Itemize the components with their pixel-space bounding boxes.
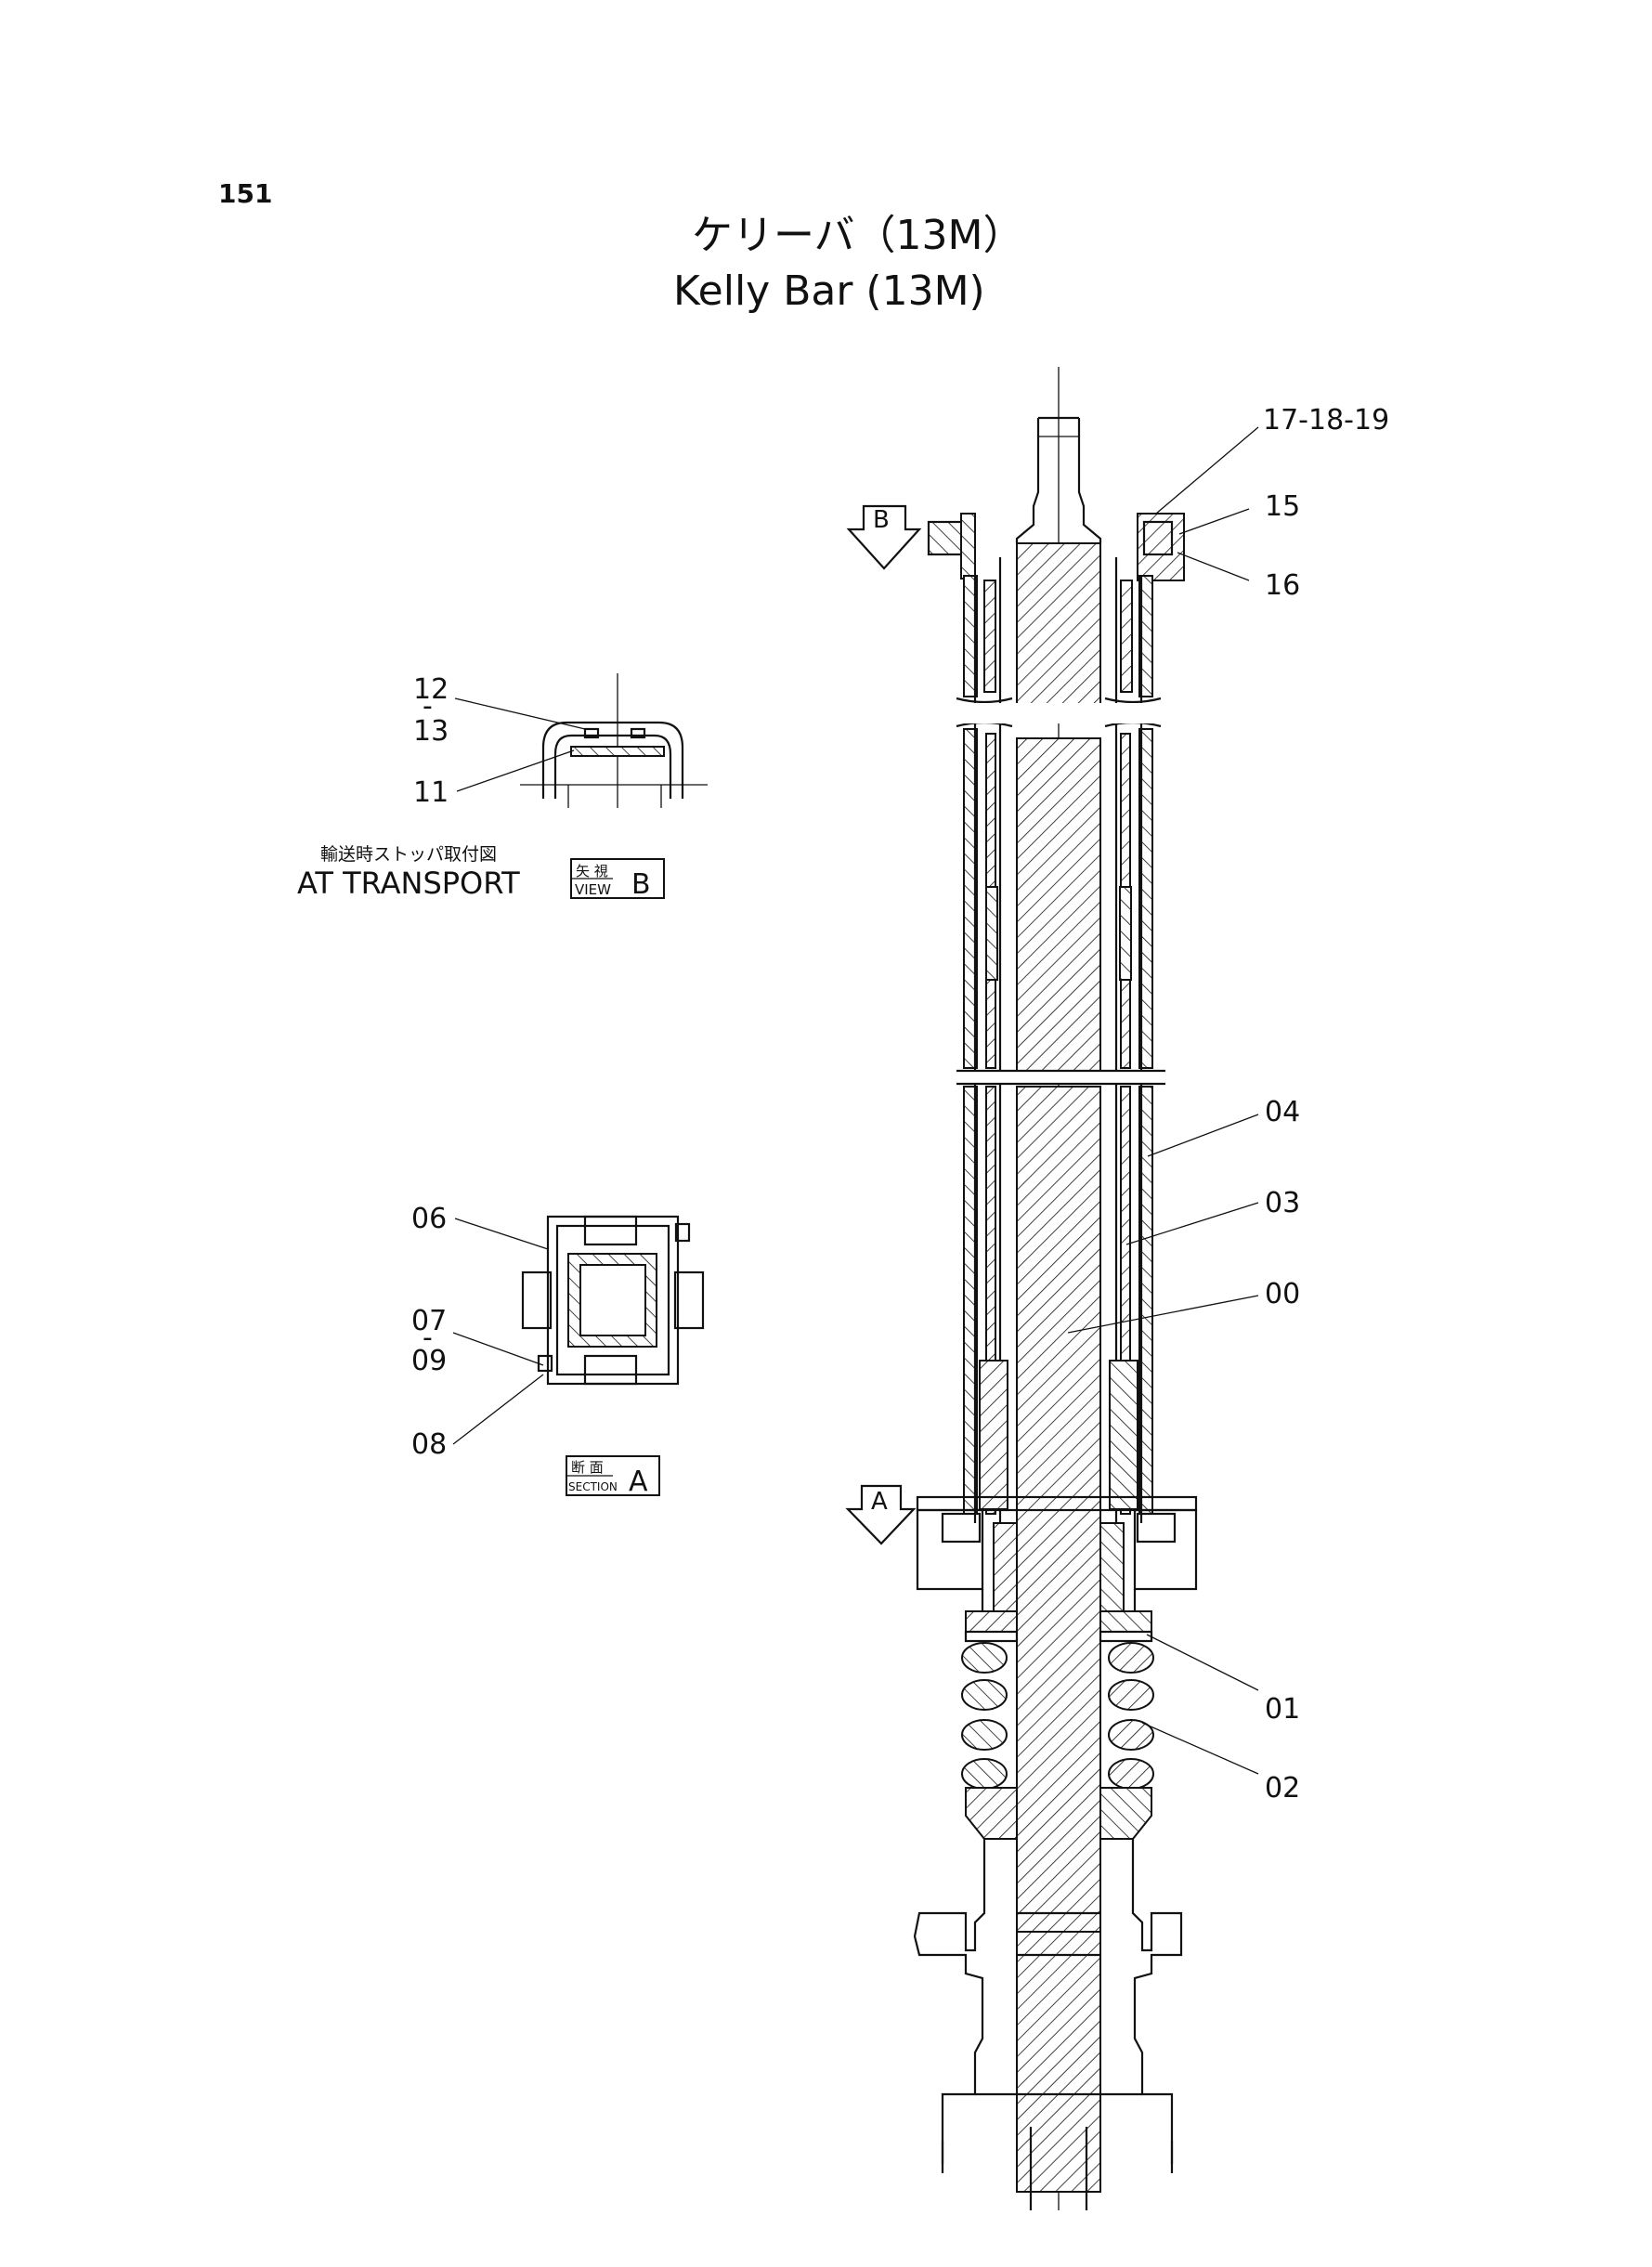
label-11: 11 — [413, 776, 449, 809]
arrow-b-letter: B — [873, 506, 890, 534]
transport-note-en: AT TRANSPORT — [297, 866, 520, 901]
svg-text:矢 視: 矢 視 — [576, 863, 608, 879]
label-07-dash: - — [423, 1322, 433, 1354]
transport-note-jp: 輸送時ストッパ取付図 — [320, 844, 497, 865]
leader-lines-main — [1067, 426, 1259, 1775]
svg-text:SECTION: SECTION — [568, 1480, 618, 1493]
page-number: 151 — [218, 178, 272, 209]
label-02: 02 — [1265, 1772, 1300, 1804]
label-01: 01 — [1265, 1693, 1300, 1726]
svg-text:B: B — [631, 868, 651, 901]
label-15: 15 — [1265, 490, 1300, 523]
label-12: 12 — [413, 673, 449, 706]
svg-text:VIEW: VIEW — [575, 881, 611, 898]
section-a-tag: 断 面 SECTION A — [566, 1455, 660, 1498]
label-16: 16 — [1265, 569, 1300, 602]
kelly-bar-assembly — [913, 367, 1198, 2210]
section-a-arrow: A — [845, 1484, 917, 1545]
label-00: 00 — [1265, 1278, 1300, 1310]
section-a-detail — [452, 1215, 705, 1445]
view-b-tag: 矢 視 VIEW B — [570, 858, 665, 901]
svg-text:A: A — [629, 1466, 648, 1498]
label-07: 07 — [411, 1305, 447, 1337]
label-13: 13 — [413, 715, 449, 748]
view-b-detail — [454, 673, 708, 808]
label-09: 09 — [411, 1345, 447, 1377]
label-08: 08 — [411, 1428, 447, 1461]
arrow-a-letter: A — [871, 1488, 888, 1516]
label-17-18-19: 17-18-19 — [1263, 404, 1389, 436]
label-04: 04 — [1265, 1096, 1300, 1128]
svg-text:断 面: 断 面 — [571, 1459, 604, 1476]
title-en: Kelly Bar (13M) — [673, 267, 985, 315]
view-b-arrow: B — [846, 504, 922, 570]
label-03: 03 — [1265, 1187, 1300, 1219]
label-06: 06 — [411, 1203, 447, 1235]
title-jp: ケリーバ（13M） — [692, 212, 1024, 259]
label-12-dash: - — [423, 690, 433, 723]
